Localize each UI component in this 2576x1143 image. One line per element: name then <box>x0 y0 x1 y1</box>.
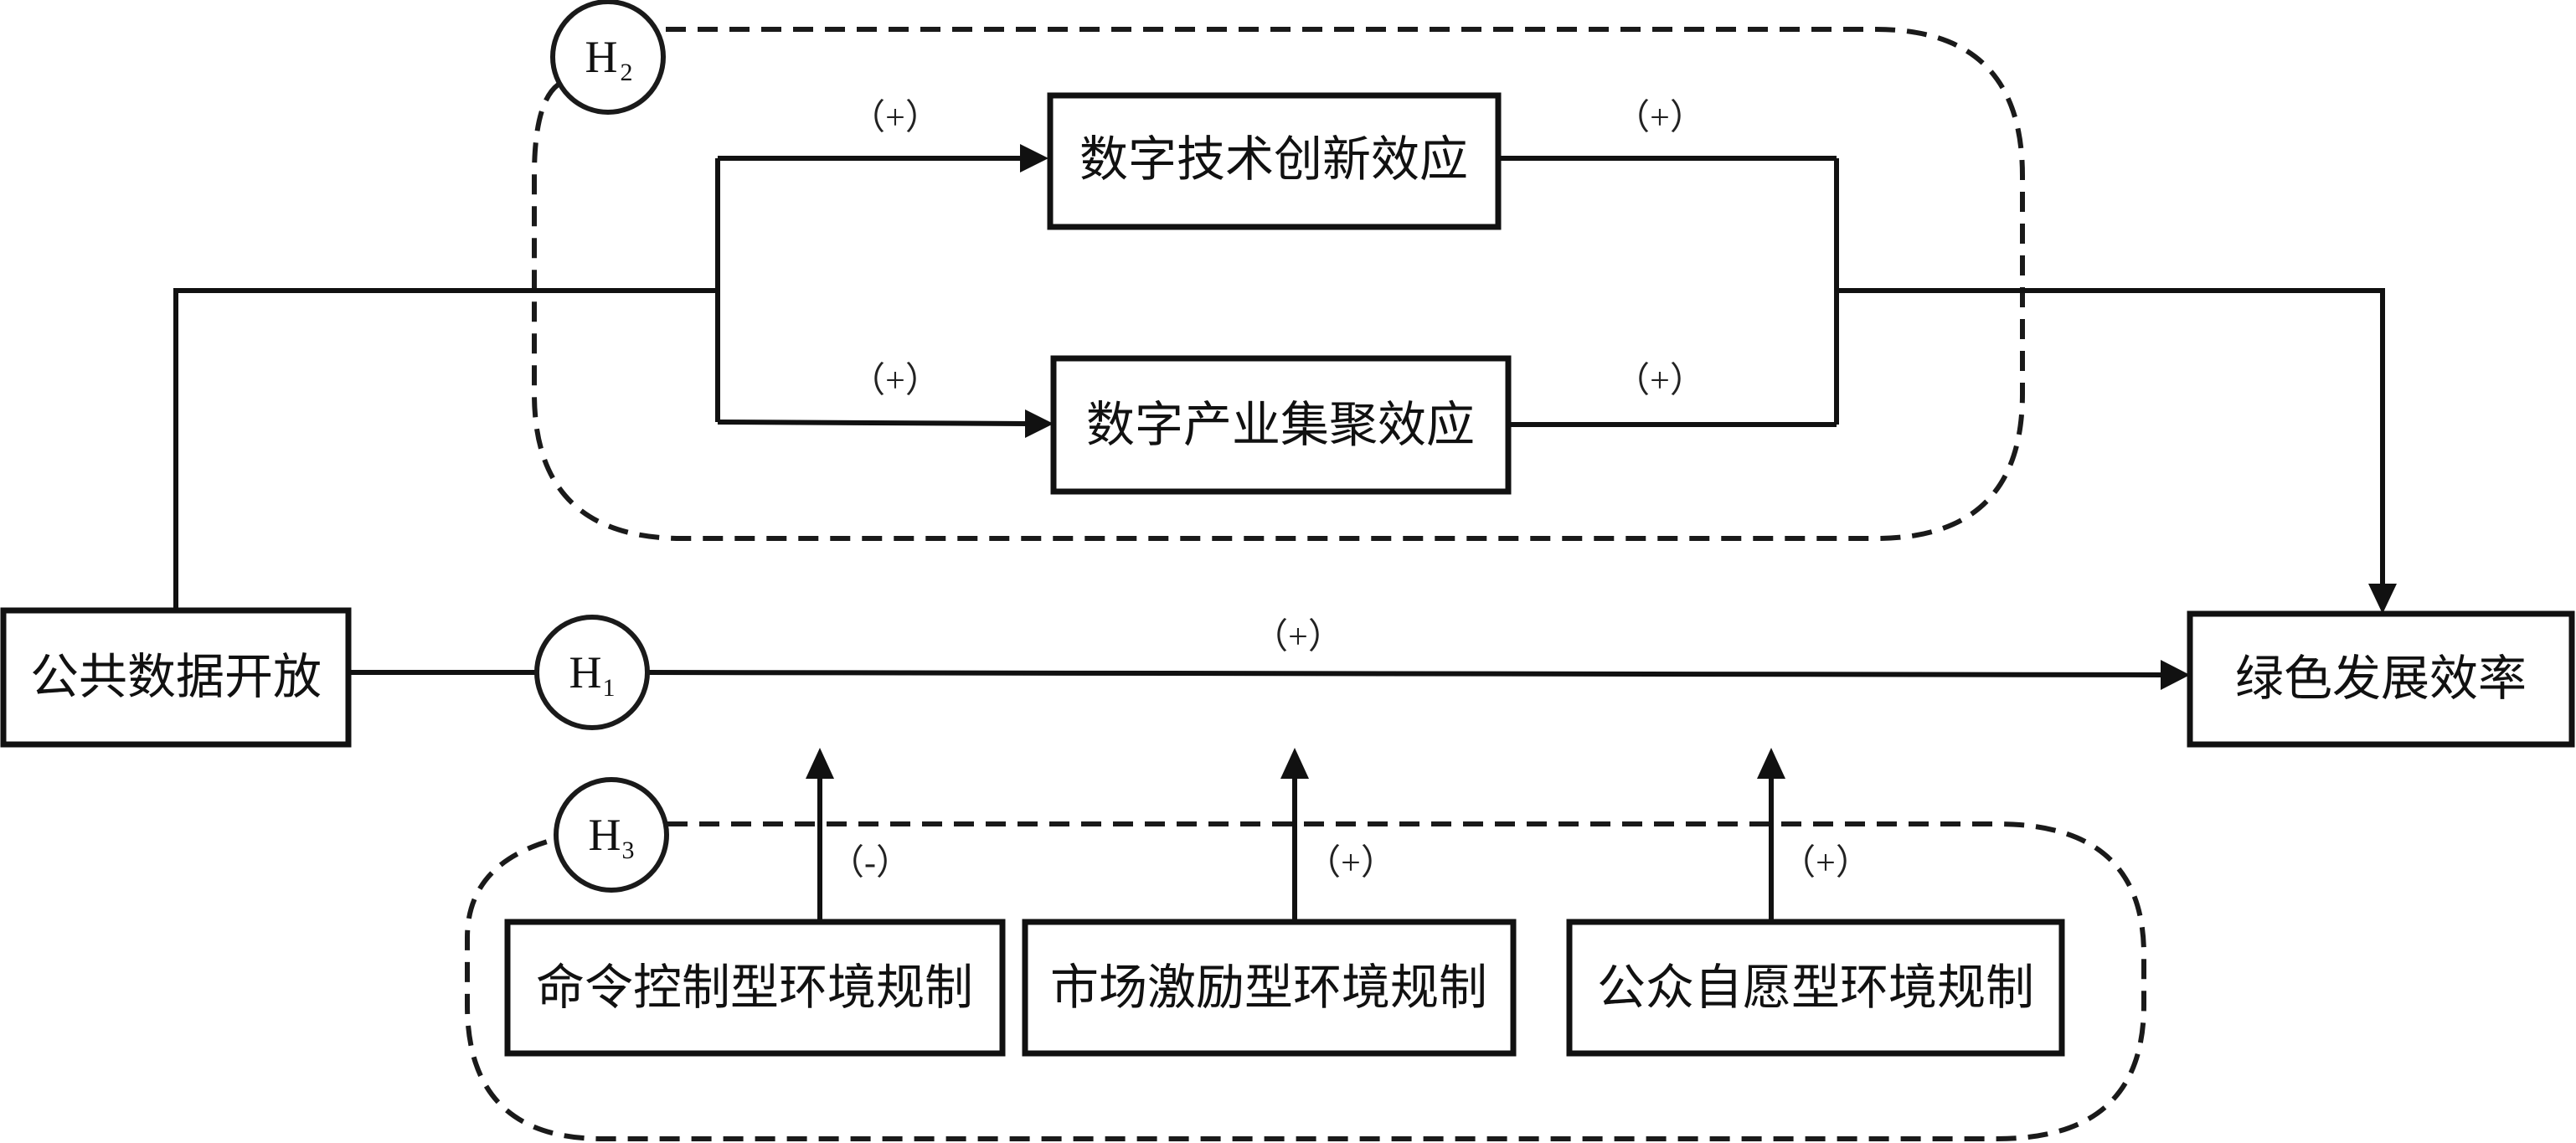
hypothesis-letter: H <box>585 32 618 82</box>
sign-label-industry-in: （+） <box>850 362 940 400</box>
sign-label-main-path: （+） <box>1253 618 1343 656</box>
sign-label-tech-out: （+） <box>1615 99 1705 137</box>
connector-public-data-to-mediators <box>173 288 718 608</box>
arrowhead-to-green-direct <box>2161 660 2190 690</box>
sign-label-industry-out: （+） <box>1615 362 1705 400</box>
arrowhead-to-industry-agglomeration <box>1025 409 1054 438</box>
node-label: 公共数据开放 <box>30 648 322 705</box>
hypothesis-h2-badge: H 2 <box>550 0 666 115</box>
connector-mediators-to-green <box>1837 288 2385 586</box>
node-public-data-opening: 公共数据开放 <box>0 607 352 748</box>
node-green-development-efficiency: 绿色发展效率 <box>2187 610 2575 748</box>
hypothesis-letter: H <box>589 810 621 860</box>
arrowhead-command-control <box>806 748 834 779</box>
hypothesis-h3-badge: H 3 <box>554 777 669 893</box>
node-label: 公众自愿型环境规制 <box>1597 959 2034 1016</box>
hypothesis-number: 2 <box>621 59 633 86</box>
hypothesis-letter: H <box>569 647 602 698</box>
sign-label-command-control: （-） <box>829 844 911 883</box>
arrowhead-public-voluntary <box>1757 748 1785 779</box>
arrowhead-to-green-from-top <box>2368 584 2397 614</box>
node-label: 数字产业集聚效应 <box>1086 396 1475 453</box>
hypothesis-number: 1 <box>603 674 616 702</box>
sign-label-tech-in: （+） <box>850 99 940 137</box>
arrowhead-market-incentive <box>1280 748 1309 779</box>
node-public-voluntary-regulation: 公众自愿型环境规制 <box>1566 919 2065 1057</box>
sign-label-market-incentive: （+） <box>1306 844 1396 883</box>
node-label: 绿色发展效率 <box>2235 650 2527 707</box>
h3-moderation-group-boundary <box>465 821 2146 1141</box>
arrow-main-direct-path <box>647 670 2163 677</box>
h2-mediation-group-boundary <box>532 27 2025 541</box>
node-label: 命令控制型环境规制 <box>536 959 973 1016</box>
node-label: 市场激励型环境规制 <box>1050 959 1487 1016</box>
node-command-control-regulation: 命令控制型环境规制 <box>504 919 1006 1057</box>
node-digital-industry-agglomeration: 数字产业集聚效应 <box>1050 355 1512 495</box>
arrowhead-to-tech-innovation <box>1020 144 1048 172</box>
hypothesis-number: 3 <box>622 837 635 864</box>
hypothesis-h1-badge: H 1 <box>534 615 650 730</box>
node-digital-tech-innovation: 数字技术创新效应 <box>1047 92 1502 230</box>
arrow-to-industry-agglomeration <box>717 420 1028 426</box>
node-market-incentive-regulation: 市场激励型环境规制 <box>1022 919 1517 1057</box>
sign-label-public-voluntary: （+） <box>1780 844 1871 883</box>
node-label: 数字技术创新效应 <box>1079 131 1468 188</box>
